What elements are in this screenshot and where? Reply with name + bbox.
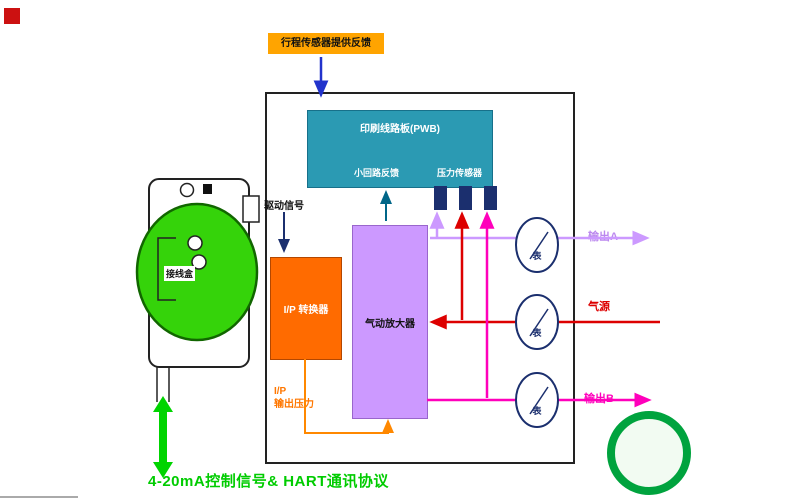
ip-converter-box: I/P 转换器 (270, 257, 342, 360)
pwb-box: 印刷线路板(PWB) 小回路反馈 压力传感器 (307, 110, 493, 188)
drive-signal-label: 驱动信号 (264, 201, 304, 212)
pressure-sensor-icon (434, 186, 447, 210)
ip-output-pressure-label: I/P 输出压力 (274, 385, 314, 411)
green-circle-logo (607, 411, 691, 495)
air-supply-label: 气源 (588, 301, 610, 313)
junction-cover-icon (135, 202, 259, 342)
pwb-minor-loop-feedback-label: 小回路反馈 (354, 168, 400, 178)
travel-sensor-feedback-label: 行程传感器提供反馈 (268, 33, 384, 54)
gauge-label: 表 (532, 406, 542, 416)
junction-box-label: 接线盒 (164, 266, 196, 281)
output-a-label: 输出A (588, 231, 618, 243)
gauge-label: 表 (532, 251, 542, 261)
gauge-label: 表 (532, 328, 542, 338)
field-device-drawing (135, 178, 260, 402)
control-signal-caption: 4-20mA控制信号& HART通讯协议 (148, 473, 389, 490)
pwb-pressure-sensor-label: 压力传感器 (436, 168, 482, 178)
ip-output-pressure-line1: I/P (274, 386, 287, 397)
ip-output-pressure-line2: 输出压力 (274, 399, 314, 410)
output-b-label: 输出B (584, 393, 614, 405)
pressure-sensor-icon (459, 186, 472, 210)
red-square-logo (4, 8, 20, 24)
green-double-arrow (153, 396, 173, 478)
pneumatic-amplifier-label: 气动放大器 (365, 318, 415, 330)
pwb-title: 印刷线路板(PWB) (360, 124, 440, 135)
pneumatic-amplifier-box: 气动放大器 (352, 225, 428, 419)
pressure-sensor-icon (484, 186, 497, 210)
ip-converter-label: I/P 转换器 (283, 305, 329, 316)
